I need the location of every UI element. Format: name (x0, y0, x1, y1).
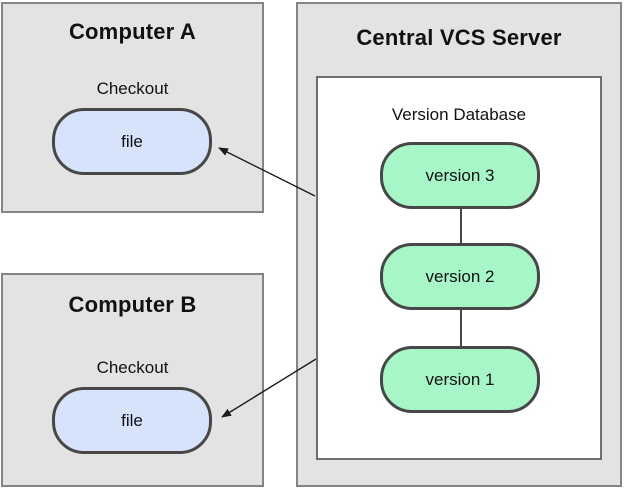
computer-a-box: Computer A Checkout file (1, 2, 264, 213)
computer-b-file-label: file (121, 410, 143, 430)
computer-b-checkout-label: Checkout (96, 358, 169, 377)
version-2-1-connector (460, 310, 462, 346)
version-3-node: version 3 (380, 142, 540, 209)
version-3-2-connector (460, 209, 462, 243)
computer-a-title: Computer A (68, 19, 197, 44)
computer-a-file-node: file (52, 108, 212, 175)
computer-a-checkout-label: Checkout (96, 79, 169, 98)
version-1-node: version 1 (380, 346, 540, 413)
central-vcs-server-title: Central VCS Server (356, 25, 562, 50)
version-3-label: version 3 (425, 165, 495, 185)
computer-b-box: Computer B Checkout file (1, 273, 264, 487)
version-2-label: version 2 (425, 266, 495, 286)
computer-a-file-label: file (121, 131, 143, 151)
central-vcs-server-box: Central VCS Server Version Database vers… (296, 2, 622, 487)
computer-b-file-node: file (52, 387, 212, 454)
version-1-label: version 1 (425, 369, 495, 389)
version-2-node: version 2 (380, 243, 540, 310)
version-database-box: Version Database version 3 version 2 ver… (316, 76, 602, 460)
version-database-title: Version Database (391, 105, 527, 124)
computer-b-title: Computer B (68, 292, 197, 317)
